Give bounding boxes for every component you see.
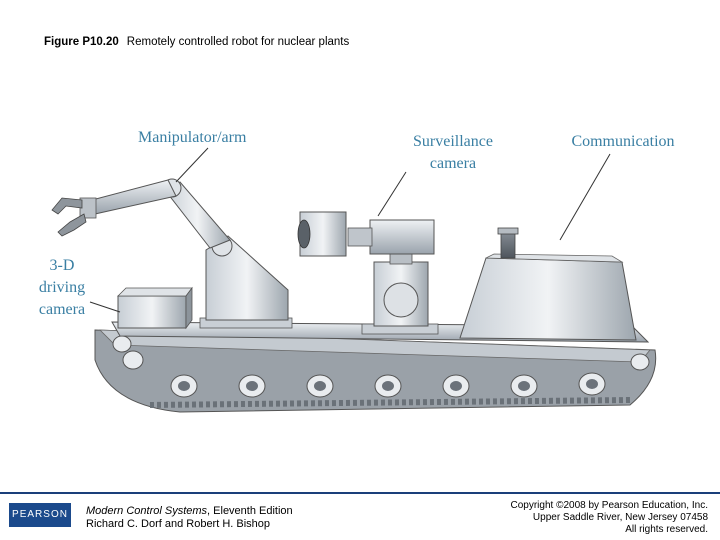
tank-tread: [94, 329, 657, 413]
communication-housing: [459, 227, 637, 341]
label-surveillance-2: camera: [430, 155, 476, 172]
figure-number: Figure P10.20: [44, 36, 119, 48]
leader-communication: [559, 153, 611, 241]
book-title: Modern Control Systems: [86, 505, 208, 517]
copyright-line-2: Upper Saddle River, New Jersey 07458: [532, 512, 708, 523]
manipulator-arm: [51, 178, 293, 329]
copyright-line-3: All rights reserved.: [625, 524, 708, 535]
pearson-logo: PEARSON: [9, 503, 71, 527]
label-manipulator: Manipulator/arm: [138, 129, 247, 146]
book-edition: , Eleventh Edition: [207, 505, 293, 517]
book-credit: Modern Control Systems, Eleventh Edition…: [86, 505, 293, 531]
robot-diagram: Manipulator/arm Surveillance camera Comm…: [39, 129, 675, 413]
footer-rule: [0, 492, 720, 494]
label-driving-2: driving: [39, 279, 85, 296]
driving-camera-box: [117, 286, 193, 330]
copyright-notice: Copyright ©2008 by Pearson Education, In…: [511, 500, 709, 536]
leader-surveillance: [377, 171, 407, 217]
figure-title: Remotely controlled robot for nuclear pl…: [126, 36, 350, 48]
leader-manipulator: [175, 147, 209, 183]
surveillance-camera-assembly: [297, 211, 439, 335]
copyright-line-1: Copyright ©2008 by Pearson Education, In…: [510, 500, 709, 511]
gripper-upper-jaw: [51, 197, 83, 215]
label-communication: Communication: [571, 133, 674, 150]
gripper-lower-jaw: [57, 213, 87, 237]
figure-caption: Figure P10.20 Remotely controlled robot f…: [44, 36, 349, 48]
leader-lines: [89, 147, 611, 313]
label-driving-3: camera: [39, 301, 85, 318]
book-authors: Richard C. Dorf and Robert H. Bishop: [86, 518, 271, 530]
leader-driving-camera: [89, 301, 121, 313]
label-surveillance-1: Surveillance: [413, 133, 493, 150]
label-driving-1: 3-D: [50, 257, 75, 274]
